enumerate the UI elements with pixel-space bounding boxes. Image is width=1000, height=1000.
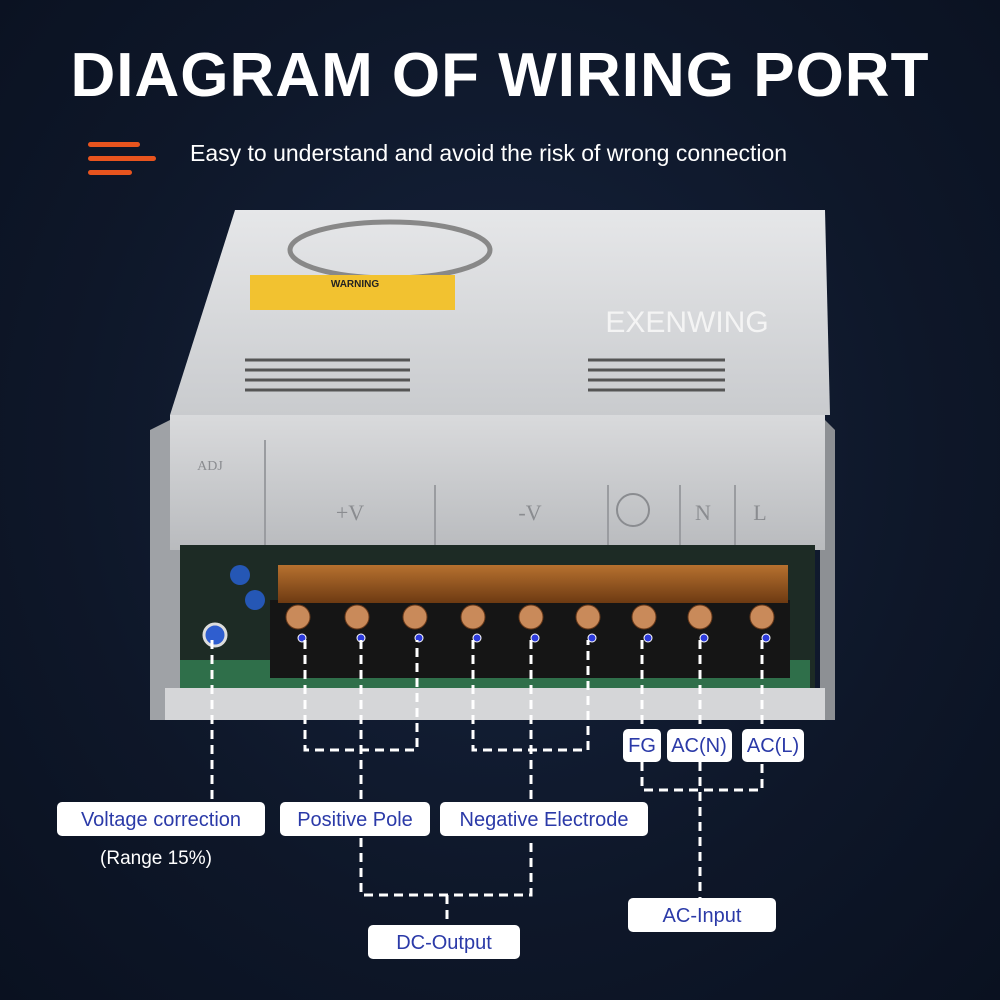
- terminal-cover: [278, 565, 788, 603]
- n-marking: N: [695, 500, 711, 525]
- svg-text:Negative Electrode: Negative Electrode: [460, 809, 629, 831]
- label-ac-l: AC(L): [742, 729, 804, 762]
- label-voltage-correction: Voltage correction: [57, 802, 265, 836]
- terminal-dot: [530, 633, 540, 643]
- accent-lines-icon: [88, 142, 156, 182]
- l-marking: L: [753, 500, 766, 525]
- power-supply: WARNING EXENWING ADJ +V -V N L: [150, 210, 835, 720]
- label-fg: FG: [623, 729, 661, 762]
- front-panel: [170, 415, 825, 550]
- terminal-screw: [687, 604, 713, 630]
- terminal-dot: [699, 633, 709, 643]
- label-positive-pole: Positive Pole: [280, 802, 430, 836]
- svg-text:AC-Input: AC-Input: [663, 905, 742, 927]
- svg-text:Positive Pole: Positive Pole: [297, 809, 413, 831]
- terminal-screw: [575, 604, 601, 630]
- terminal-dot: [761, 633, 771, 643]
- adj-marking: ADJ: [197, 459, 223, 474]
- terminal-dot: [587, 633, 597, 643]
- terminal-dot: [472, 633, 482, 643]
- range-note: (Range 15%): [100, 848, 212, 869]
- label-ac-n: AC(N): [667, 729, 732, 762]
- terminal-screw: [285, 604, 311, 630]
- minus-v-marking: -V: [518, 500, 541, 525]
- voltage-potentiometer: [202, 622, 228, 648]
- label-dc-output: DC-Output: [368, 925, 520, 959]
- top-panel: [170, 210, 830, 415]
- svg-text:AC(L): AC(L): [747, 735, 799, 757]
- label-ac-input: AC-Input: [628, 898, 776, 932]
- terminal-screw: [402, 604, 428, 630]
- svg-text:Voltage correction: Voltage correction: [81, 809, 241, 831]
- svg-text:FG: FG: [628, 735, 656, 757]
- ground-symbol-icon: [616, 493, 650, 527]
- terminal-screw: [344, 604, 370, 630]
- label-negative-electrode: Negative Electrode: [440, 802, 648, 836]
- terminal-screw: [460, 604, 486, 630]
- watermark: EXENWING: [605, 306, 768, 339]
- svg-text:AC(N): AC(N): [671, 735, 727, 757]
- svg-text:DC-Output: DC-Output: [396, 932, 492, 954]
- terminal-screw: [631, 604, 657, 630]
- terminal-screw: [518, 604, 544, 630]
- page-title: DIAGRAM OF WIRING PORT: [70, 41, 930, 110]
- warning-text: WARNING: [331, 279, 380, 290]
- connector-lines: [210, 640, 764, 924]
- plus-v-marking: +V: [336, 500, 364, 525]
- subtitle: Easy to understand and avoid the risk of…: [190, 140, 788, 166]
- terminal-dot: [643, 633, 653, 643]
- warning-sticker: [250, 275, 455, 310]
- terminal-screw: [749, 604, 775, 630]
